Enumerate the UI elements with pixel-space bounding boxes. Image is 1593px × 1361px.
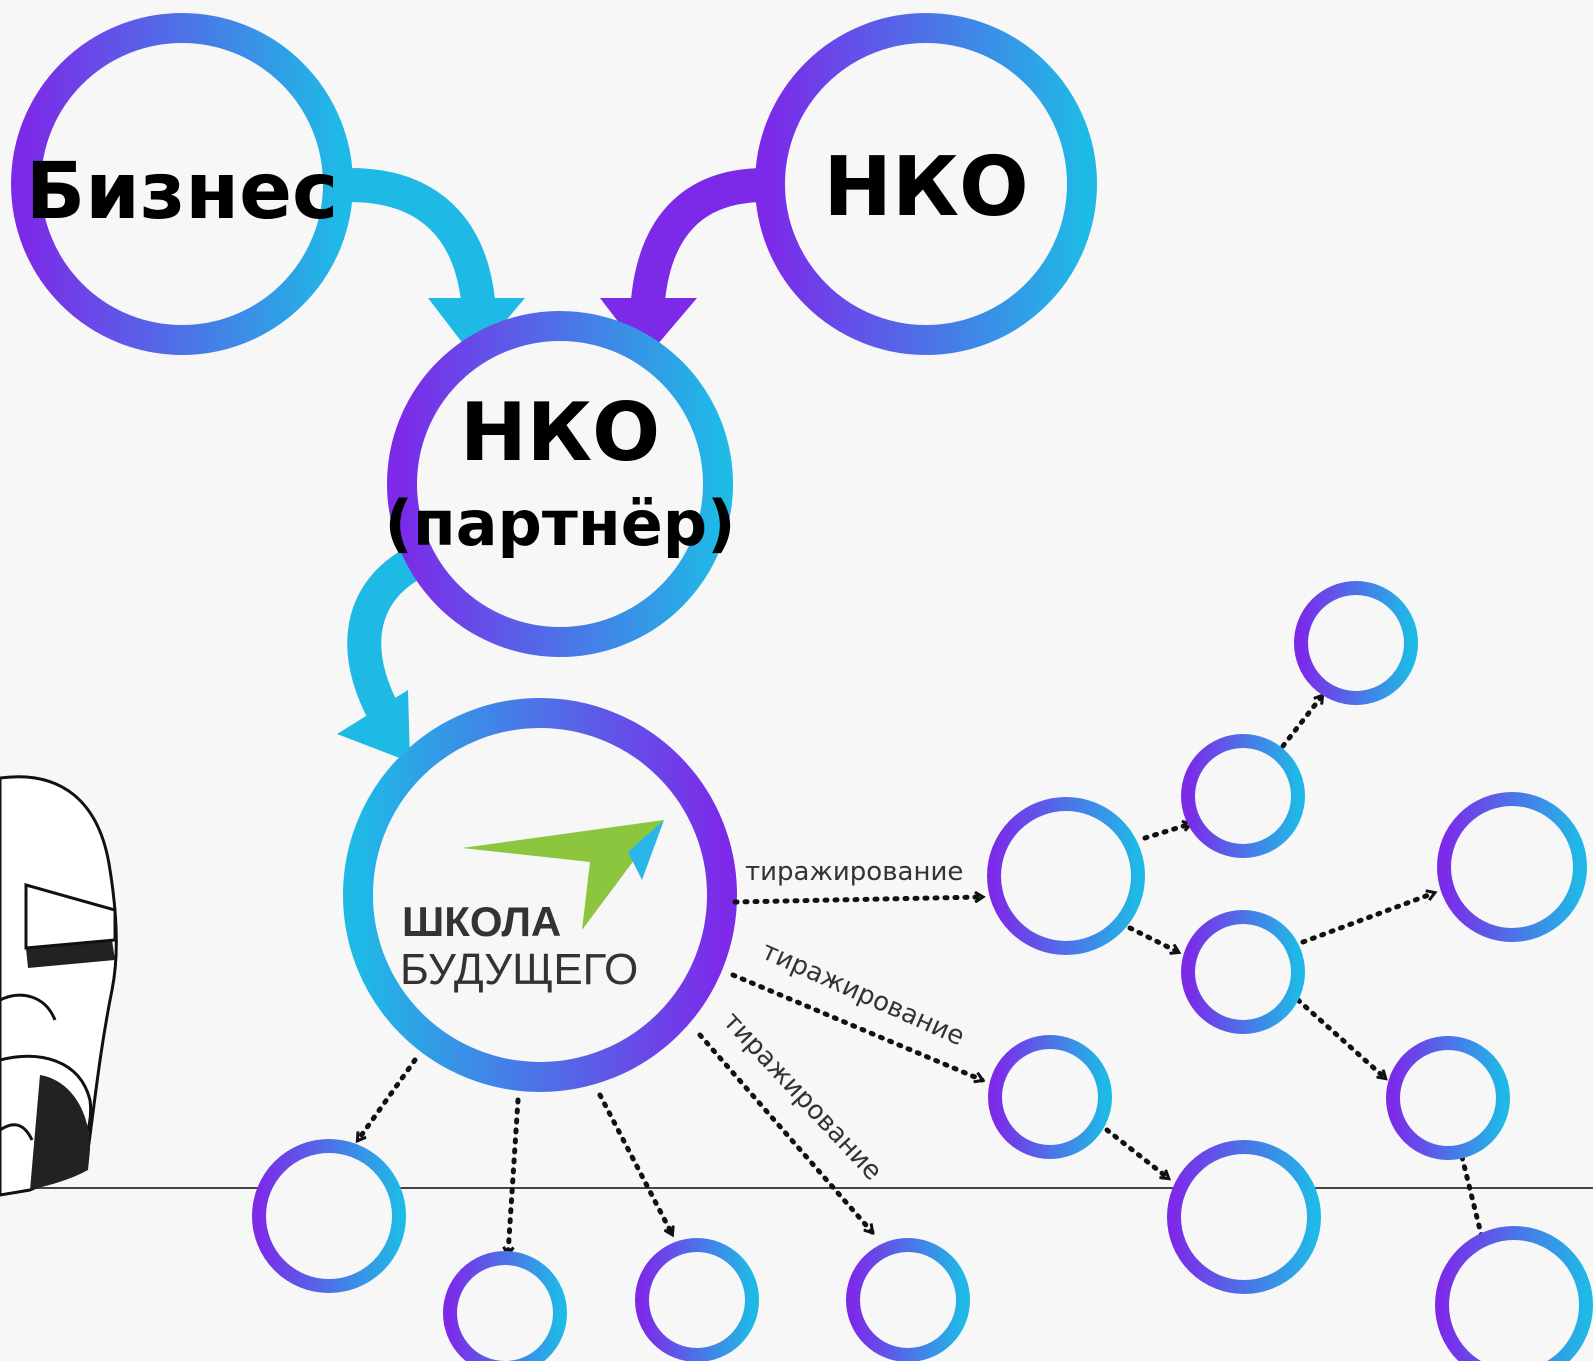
nko-top-label: НКО bbox=[823, 140, 1028, 235]
business-node bbox=[11, 13, 353, 355]
logo-line2: БУДУЩЕГО bbox=[400, 945, 638, 994]
dotted-arrows bbox=[355, 696, 1483, 1254]
replication-label-2: тиражирование bbox=[757, 936, 969, 1052]
small-node bbox=[846, 1238, 970, 1361]
replication-label-1: тиражирование bbox=[745, 857, 963, 887]
small-node bbox=[443, 1251, 567, 1361]
small-node bbox=[1181, 734, 1305, 858]
nko-partner-sublabel: (партнёр) bbox=[385, 487, 736, 560]
school-node bbox=[343, 698, 737, 1092]
logo-green-wing bbox=[462, 820, 664, 930]
school-logo: ШКОЛА БУДУЩЕГО bbox=[400, 820, 664, 994]
nko-partner-node bbox=[387, 311, 733, 657]
small-node bbox=[1386, 1036, 1510, 1160]
arrow-partner-to-school bbox=[347, 550, 420, 724]
small-node bbox=[1437, 792, 1587, 942]
arrowhead-nko bbox=[600, 298, 697, 358]
small-nodes bbox=[252, 581, 1593, 1361]
small-node bbox=[1167, 1140, 1321, 1294]
arrow-business-to-partner bbox=[349, 168, 495, 303]
small-node bbox=[1435, 1226, 1593, 1361]
small-node bbox=[1181, 910, 1305, 1034]
replication-label-3: тиражирование bbox=[717, 1006, 888, 1186]
small-node bbox=[252, 1139, 406, 1293]
logo-blue-wing bbox=[628, 820, 664, 880]
logo-line1: ШКОЛА bbox=[402, 898, 561, 945]
arrowhead-business bbox=[428, 298, 525, 358]
small-node bbox=[635, 1238, 759, 1361]
nko-top-node bbox=[755, 13, 1097, 355]
person-illustration bbox=[0, 775, 118, 1197]
business-label: Бизнес bbox=[26, 147, 338, 237]
small-node bbox=[988, 1035, 1112, 1159]
small-node bbox=[1294, 581, 1418, 705]
arrowhead-school bbox=[337, 690, 410, 762]
nko-partner-label: НКО bbox=[460, 386, 660, 479]
arrow-nko-to-partner bbox=[631, 168, 766, 302]
small-node bbox=[987, 797, 1145, 955]
